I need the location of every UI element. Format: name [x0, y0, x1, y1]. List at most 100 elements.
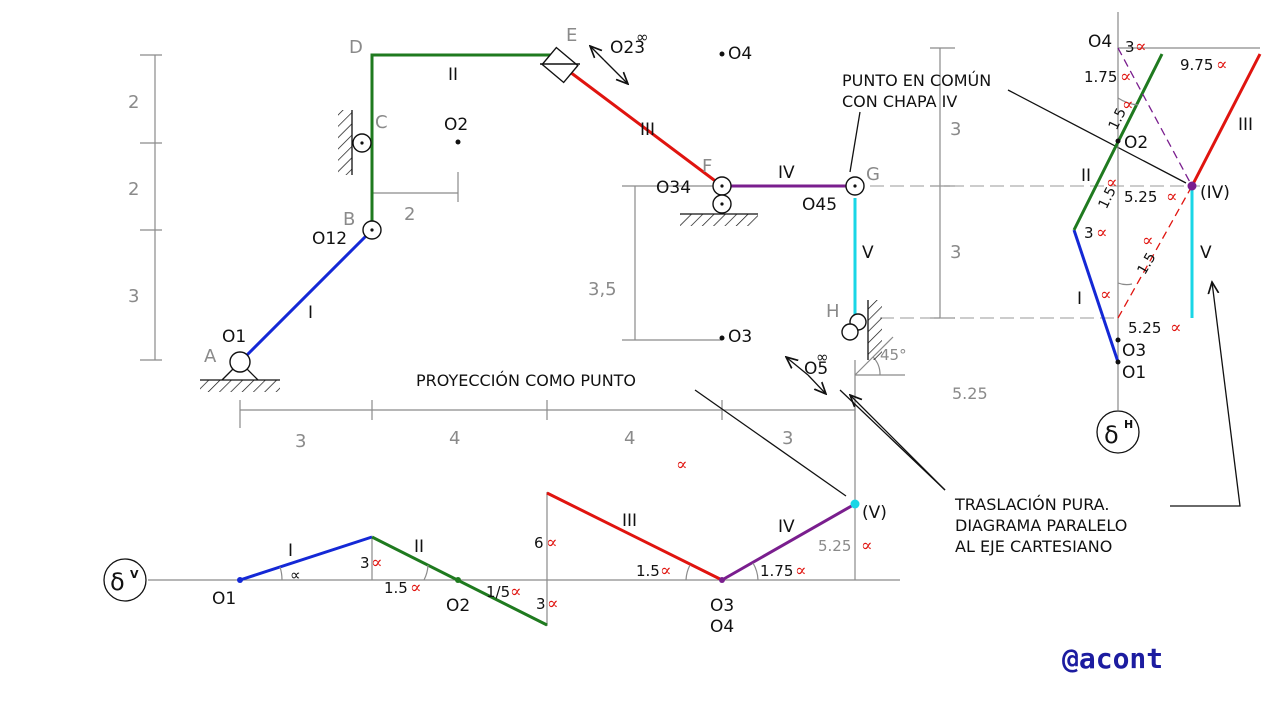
- link-i: [238, 228, 374, 364]
- dim-label-3: 3: [128, 286, 139, 307]
- vert-line-iv: [721, 502, 856, 582]
- horiz-alpha-4: ∝: [1122, 95, 1134, 115]
- horiz-label-v: V: [1200, 243, 1212, 263]
- vert-symbol-circle: [103, 558, 147, 602]
- left-dimensions: 2 2 3: [128, 54, 162, 361]
- horiz-alpha-6: ∝: [1166, 187, 1178, 207]
- horiz-label-iv: (IV): [1200, 183, 1230, 203]
- vert-point-v: [850, 499, 860, 509]
- dim-label-b4b: 4: [624, 428, 635, 449]
- vert-val-1-5b: 1/5: [486, 583, 510, 601]
- horiz-alpha-10: ∝: [1170, 318, 1182, 338]
- dim-label-b3a: 3: [295, 431, 306, 452]
- vert-symbol-v: V: [130, 568, 139, 581]
- vert-line-i: [239, 535, 373, 582]
- vert-alpha-5: ∝: [547, 594, 559, 614]
- horiz-alpha-9: ∝: [1100, 285, 1112, 305]
- label-e: E: [566, 25, 577, 46]
- horiz-alpha-3: ∝: [1216, 55, 1228, 75]
- horiz-val-5-25b: 5.25: [1128, 319, 1161, 337]
- vert-symbol-delta: δ: [110, 568, 125, 596]
- roller-h2: [841, 323, 859, 341]
- label-c: C: [375, 112, 388, 133]
- vert-val-1-5a: 1.5: [384, 579, 408, 597]
- horiz-label-i: I: [1077, 289, 1082, 309]
- label-h: H: [826, 301, 840, 322]
- horiz-label-ii: II: [1081, 166, 1091, 186]
- horiz-val-1-75: 1.75: [1084, 68, 1117, 86]
- horiz-val-3b: 3: [1084, 224, 1094, 242]
- vert-val-5-25: 5.25: [818, 537, 851, 555]
- label-o3: O3: [728, 327, 752, 347]
- dim-label-r3b: 3: [950, 242, 961, 263]
- horiz-line-i: [1072, 229, 1120, 363]
- note-punto-2: CON CHAPA IV: [842, 92, 957, 111]
- ground-f: [680, 213, 758, 226]
- horiz-label-o4: O4: [1088, 32, 1112, 52]
- vert-alpha-8: ∝: [795, 561, 807, 581]
- vert-val-1-5c: 1.5: [636, 562, 660, 580]
- label-o23: O23: [610, 38, 645, 58]
- bottom-dimensions: 3 4 4 3: [239, 400, 856, 452]
- label-o5-inf: ∞: [816, 348, 829, 366]
- vert-label-v: (V): [862, 503, 887, 523]
- author-signature: @acont: [1062, 642, 1163, 675]
- ground-h: [867, 300, 882, 360]
- horiz-alpha-1: ∝: [1135, 37, 1147, 57]
- horiz-val-1-5c: 1.5: [1135, 250, 1160, 277]
- vert-val-1-75: 1.75: [760, 562, 793, 580]
- vert-label-o1: O1: [212, 589, 236, 609]
- joint-a: [229, 351, 251, 373]
- horiz-label-iii: III: [1238, 115, 1253, 135]
- label-g: G: [866, 164, 880, 185]
- horiz-val-3: 3: [1125, 38, 1135, 56]
- label-link-ii: II: [448, 65, 458, 85]
- label-o34: O34: [656, 178, 691, 198]
- vert-label-iv: IV: [778, 517, 795, 537]
- vert-label-o4: O4: [710, 617, 734, 637]
- horiz-val-5-25a: 5.25: [1124, 188, 1157, 206]
- label-link-i: I: [308, 303, 313, 323]
- horiz-symbol-h: H: [1124, 418, 1133, 431]
- label-a: A: [204, 346, 217, 367]
- horizontal-diagram: δ H O4 O2 O3 O1 (IV) I II III V 3 ∝ 1.75…: [1072, 12, 1262, 454]
- vert-alpha-4: ∝: [510, 582, 522, 602]
- link-ii: [370, 53, 556, 230]
- vert-val-3b: 3: [536, 595, 546, 613]
- horiz-symbol-circle: [1096, 410, 1140, 454]
- horiz-val-9-75: 9.75: [1180, 56, 1213, 74]
- link-iii: [561, 64, 723, 188]
- vert-label-o2: O2: [446, 596, 470, 616]
- horizontal-dim-2: 2: [372, 172, 459, 225]
- horiz-label-o2: O2: [1124, 133, 1148, 153]
- label-link-v: V: [862, 243, 874, 263]
- dim-3-5: 3,5: [588, 185, 722, 341]
- dim-label-3-5: 3,5: [588, 279, 617, 300]
- horiz-alpha-7: ∝: [1096, 223, 1108, 243]
- vert-val-3: 3: [360, 554, 370, 572]
- note-proyeccion: PROYECCIÓN COMO PUNTO: [416, 371, 636, 390]
- label-link-iv: IV: [778, 163, 795, 183]
- vert-label-i: I: [288, 541, 293, 561]
- vertical-diagram: δ V O1 O2 O3 O4 (V) I II III IV ∝ 3 ∝ 1.…: [103, 491, 900, 637]
- note-traslacion-3: AL EJE CARTESIANO: [955, 537, 1112, 556]
- label-o1: O1: [222, 327, 246, 347]
- note-punto-1: PUNTO EN COMÚN: [842, 71, 991, 90]
- label-link-iii: III: [640, 120, 655, 140]
- label-o12: O12: [312, 229, 347, 249]
- horiz-symbol-delta: δ: [1104, 421, 1119, 449]
- horiz-point-iv: [1187, 181, 1197, 191]
- dim-label-b4a: 4: [449, 428, 460, 449]
- horiz-alpha-8: ∝: [1142, 231, 1154, 251]
- horiz-alpha-5: ∝: [1106, 173, 1118, 193]
- dim-label-b3b: 3: [782, 428, 793, 449]
- dim-label-525: 5.25: [952, 384, 988, 403]
- dim-label-r3a: 3: [950, 119, 961, 140]
- slider-e: [540, 46, 580, 84]
- angle-label: 45°: [880, 346, 907, 364]
- vert-alpha-9: ∝: [861, 536, 873, 556]
- label-o23-inf: ∞: [636, 28, 649, 46]
- label-o45: O45: [802, 195, 837, 215]
- vert-alpha-7: ∝: [660, 561, 672, 581]
